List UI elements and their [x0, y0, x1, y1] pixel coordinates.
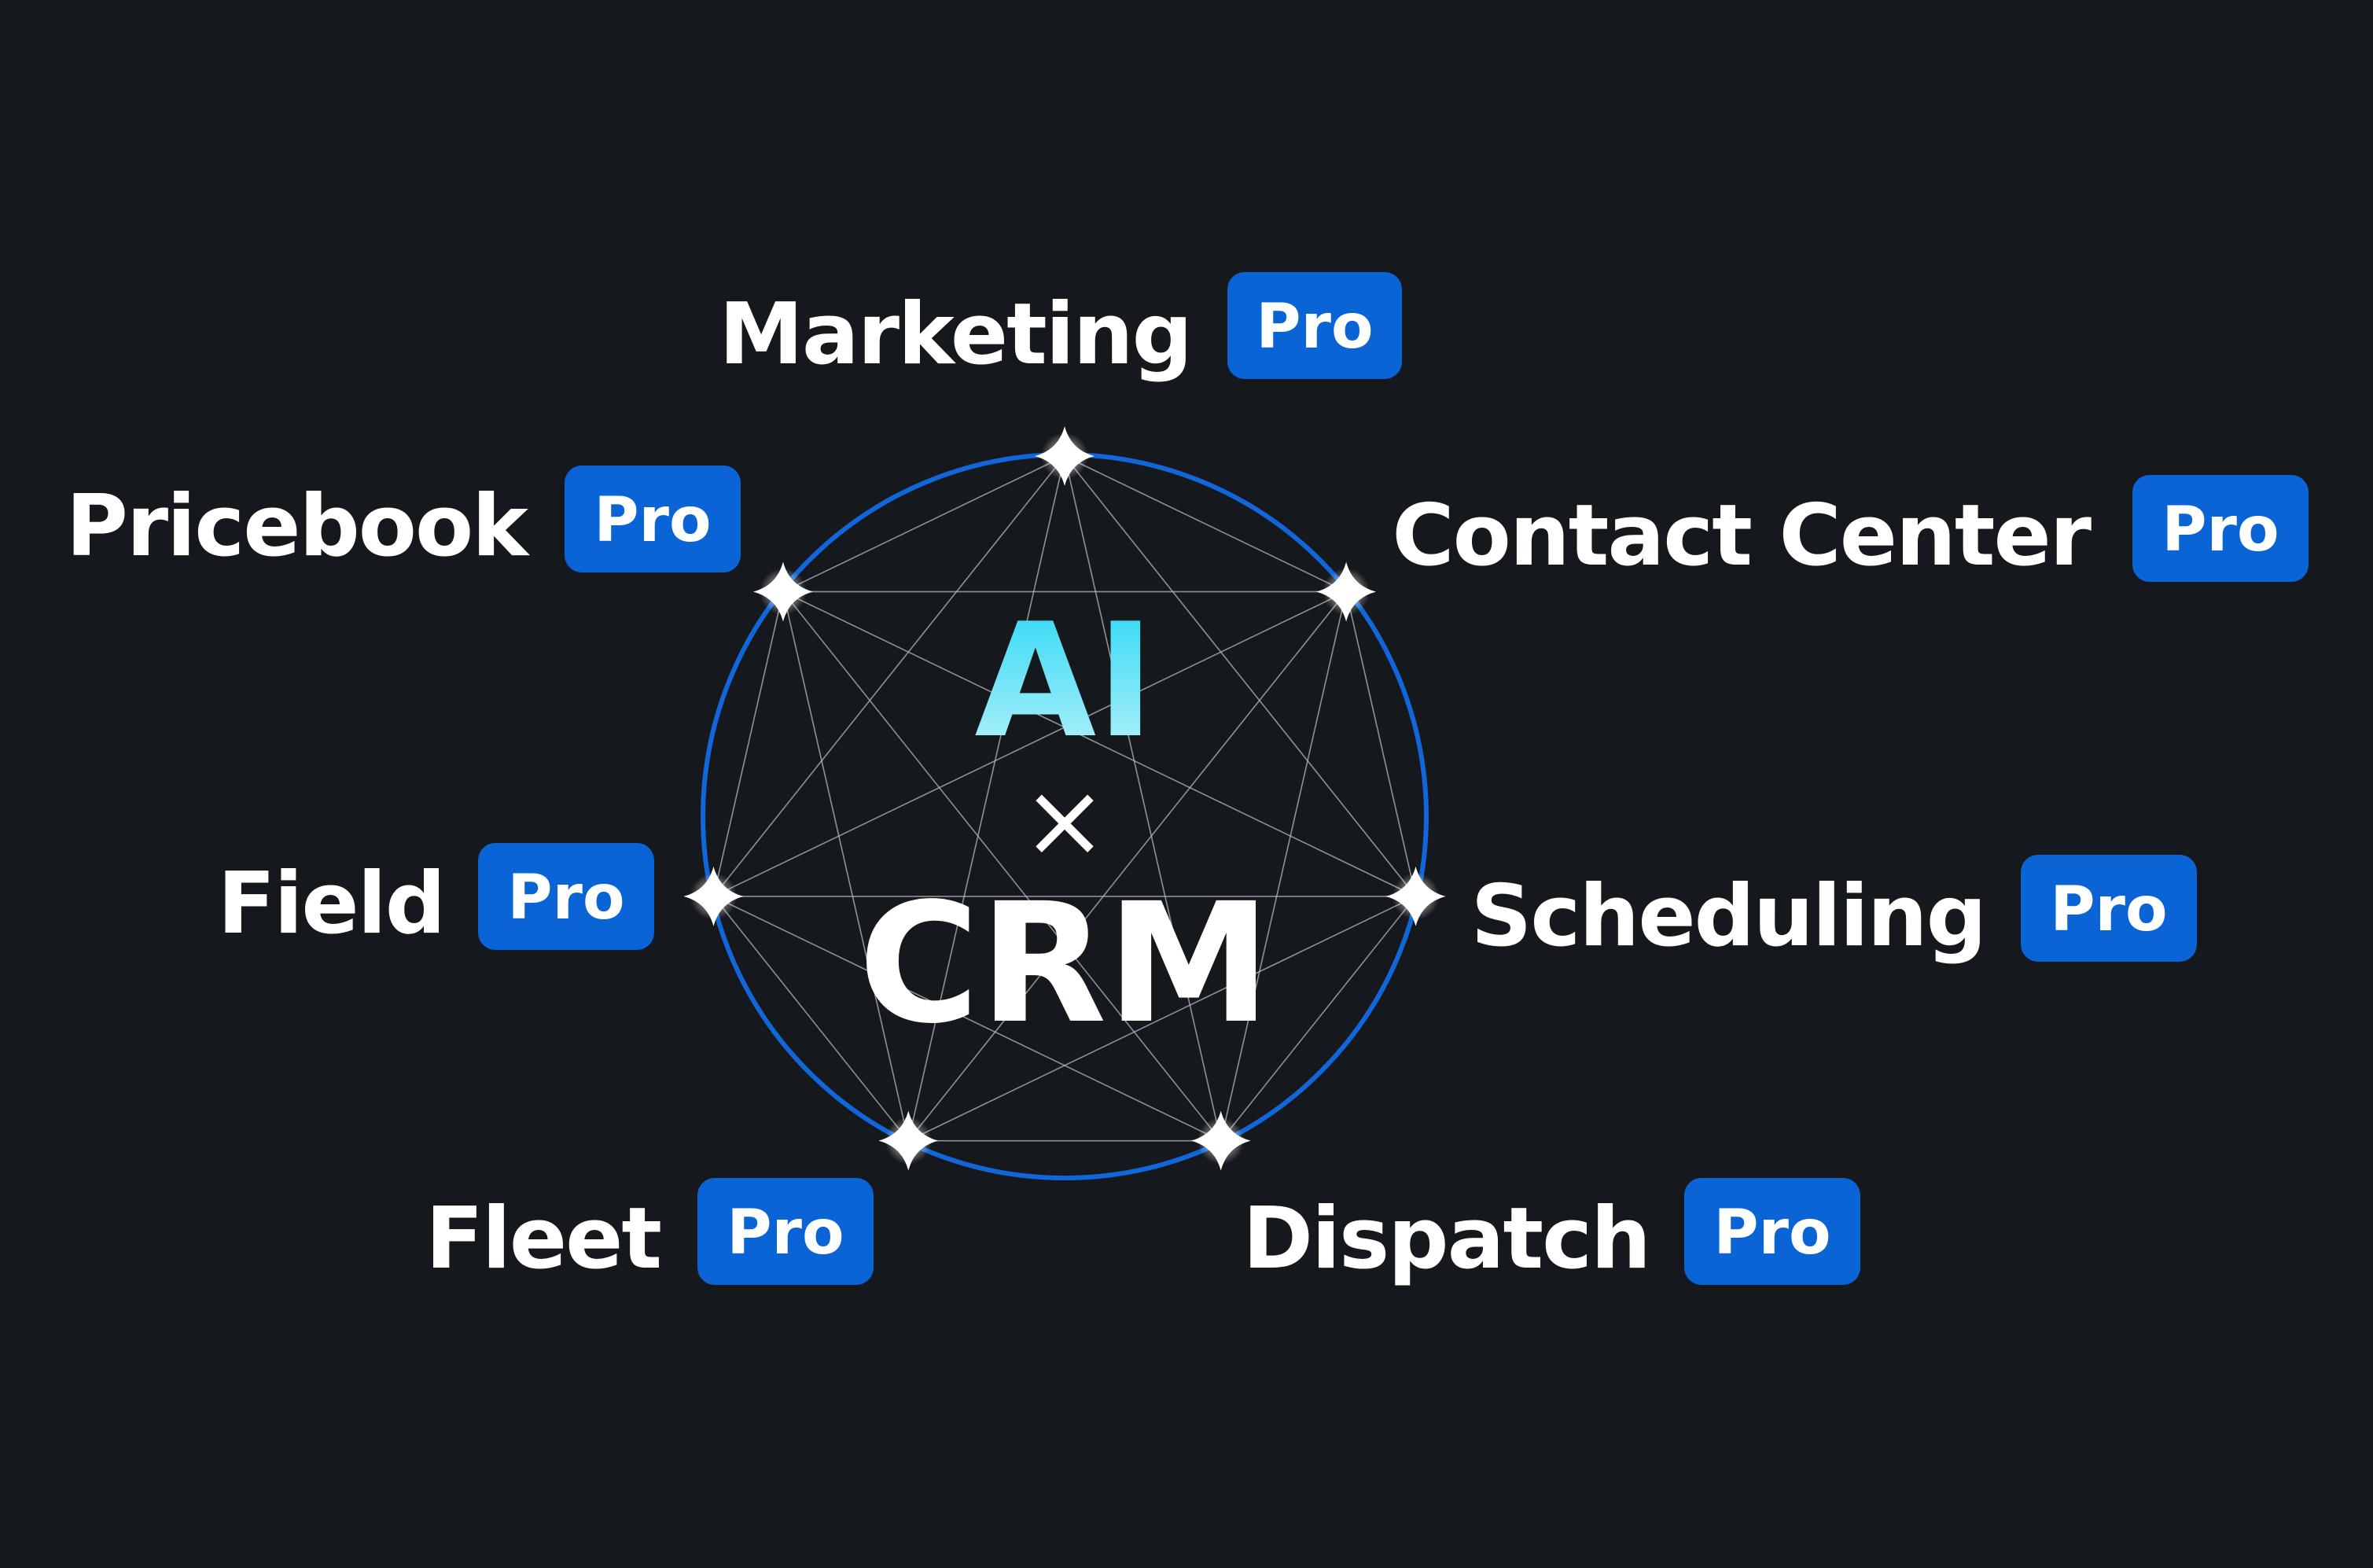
connector-line	[712, 455, 1065, 897]
connector-line	[713, 591, 1347, 897]
module-label-scheduling: Scheduling	[1471, 867, 1985, 966]
pro-badge-text-scheduling: Pro	[2050, 874, 2167, 945]
sparkle-star-icon	[1316, 561, 1377, 622]
pro-badge-text-dispatch: Pro	[1713, 1198, 1830, 1268]
center-ai-text: AI	[974, 590, 1154, 773]
sparkle-star-icon	[683, 866, 744, 926]
connector-lines	[712, 455, 1417, 1142]
center-times-text: ×	[1022, 760, 1108, 880]
connector-line	[713, 896, 1222, 1142]
connector-line	[782, 591, 910, 1141]
sparkle-star-icon	[1035, 426, 1095, 486]
module-field: Field Pro	[218, 843, 654, 953]
sparkle-star-icon	[1190, 1110, 1251, 1171]
connector-line	[1345, 591, 1417, 897]
pro-badge-dispatch	[1684, 1178, 1860, 1285]
connector-line	[782, 455, 1065, 593]
pro-badge-pricebook	[565, 466, 741, 572]
pro-badge-contact-center	[2132, 475, 2309, 582]
module-label-fleet: Fleet	[425, 1190, 660, 1288]
sparkle-star-icon	[752, 561, 813, 622]
pro-badge-scheduling	[2021, 855, 2197, 962]
connector-line	[1220, 591, 1347, 1141]
pro-badge-text-fleet: Pro	[727, 1198, 844, 1268]
pro-badge-fleet	[697, 1178, 874, 1285]
connector-line	[1064, 455, 1417, 897]
pro-badge-text-contact-center: Pro	[2161, 495, 2279, 565]
pro-badge-marketing	[1227, 272, 1402, 379]
module-label-contact-center: Contact Center	[1392, 487, 2091, 585]
module-fleet: Fleet Pro	[425, 1178, 874, 1288]
pro-badge-field	[478, 843, 654, 950]
module-label-dispatch: Dispatch	[1242, 1190, 1650, 1288]
sparkle-star-icon	[1385, 866, 1446, 926]
pro-badge-text-field: Pro	[507, 863, 624, 933]
module-marketing: Marketing Pro	[719, 272, 1402, 384]
pro-badge-text-pricebook: Pro	[594, 485, 711, 556]
connector-line	[1220, 896, 1417, 1142]
connector-line	[1064, 455, 1347, 593]
center-title: AI × CRM	[859, 590, 1271, 1060]
connector-line	[907, 591, 1347, 1142]
module-dispatch: Dispatch Pro	[1242, 1178, 1860, 1288]
module-contact-center: Contact Center Pro	[1392, 475, 2309, 585]
sparkle-star-icon	[878, 1110, 939, 1171]
pro-badge-text-marketing: Pro	[1256, 292, 1373, 363]
connector-line	[782, 591, 1416, 897]
connector-line	[782, 591, 1222, 1142]
node-group	[683, 426, 1446, 1171]
connector-line	[712, 896, 909, 1142]
module-scheduling: Scheduling Pro	[1471, 855, 2197, 966]
connector-line	[907, 896, 1416, 1142]
connector-line	[907, 455, 1065, 1141]
center-crm-text: CRM	[859, 867, 1271, 1060]
module-pricebook: Pricebook Pro	[66, 466, 741, 576]
module-label-pricebook: Pricebook	[66, 477, 530, 576]
module-label-field: Field	[218, 855, 444, 953]
module-label-marketing: Marketing	[719, 285, 1191, 384]
connector-line	[1064, 455, 1222, 1141]
connector-line	[712, 591, 784, 897]
